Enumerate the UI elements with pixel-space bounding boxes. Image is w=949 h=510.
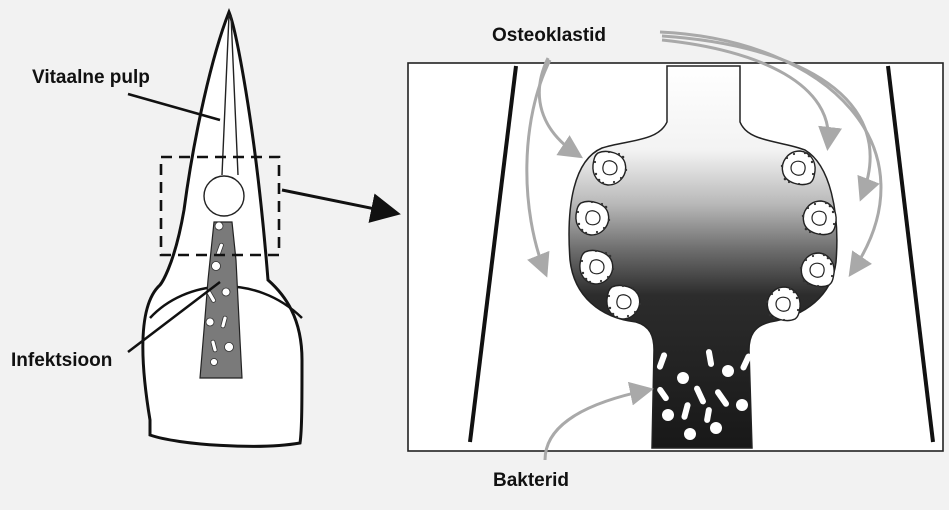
label-bacteria: Bakterid xyxy=(493,470,569,491)
label-infection: Infektsioon xyxy=(11,350,112,371)
magnify-arrow xyxy=(282,190,395,213)
label-vital-pulp: Vitaalne pulp xyxy=(32,67,150,88)
pulp-chamber-bulb xyxy=(204,176,244,216)
tooth-illustration xyxy=(143,12,302,446)
label-osteoclasts: Osteoklastid xyxy=(492,25,606,46)
